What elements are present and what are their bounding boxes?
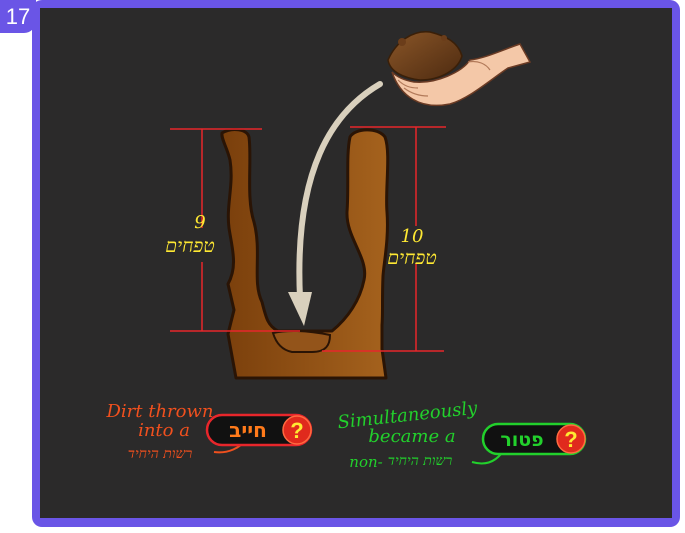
left-height-number: 9 (194, 212, 205, 233)
right-height-number: 10 (401, 226, 424, 247)
right-caption-line2: became a (368, 426, 455, 447)
left-height-word: טפחים (165, 235, 215, 257)
left-badge-label: חייב (229, 418, 267, 442)
left-caption-line2: into a (138, 420, 190, 441)
left-measure (170, 128, 300, 332)
right-badge: ? פטור (481, 422, 587, 456)
earth-wall-shape (220, 128, 390, 380)
right-caption-hebrew: רשות היחיד (388, 453, 453, 469)
hand-with-dirt-icon (387, 31, 532, 107)
left-caption-line1: Dirt thrown (105, 401, 213, 422)
left-badge: ? חייב (205, 413, 313, 447)
throw-arrow (296, 81, 383, 301)
question-mark-icon: ? (564, 427, 577, 452)
right-measure (322, 126, 446, 352)
throw-arrow-head (288, 292, 312, 326)
slide-number: 17 (0, 0, 36, 33)
question-mark-icon: ? (290, 418, 303, 443)
right-height-word: טפחים (387, 247, 437, 269)
left-caption-hebrew: רשות היחיד (128, 446, 193, 462)
right-badge-label: פטור (500, 429, 543, 451)
right-caption-hebrew-prefix: non- (349, 453, 382, 471)
